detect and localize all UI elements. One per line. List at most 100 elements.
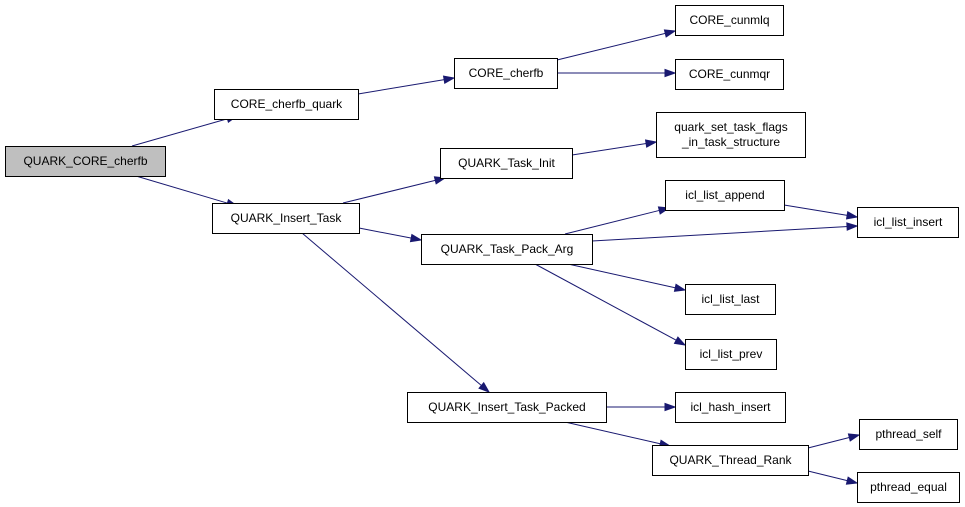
arrowhead xyxy=(673,336,687,346)
node-label: CORE_cunmlq xyxy=(689,13,769,27)
node-box xyxy=(857,207,959,238)
node-cunmlq[interactable]: CORE_cunmlq xyxy=(675,5,784,36)
edge-line xyxy=(571,142,648,156)
arrowhead xyxy=(442,75,456,84)
node-label: QUARK_Task_Init xyxy=(458,156,555,170)
edge-thread_rank-to-pthread_self xyxy=(807,433,861,449)
edge-thread_rank-to-pthread_equal xyxy=(807,470,859,485)
node-box xyxy=(652,445,809,476)
edge-line xyxy=(564,421,662,445)
node-box xyxy=(214,89,359,120)
node-insert-task[interactable]: QUARK_Insert_Task xyxy=(212,203,360,234)
node-box xyxy=(5,146,166,177)
node-label: CORE_cherfb_quark xyxy=(231,97,343,111)
edge-cherfb_quark-to-cherfb xyxy=(357,75,456,95)
edge-insert_task-to-insert_packed xyxy=(301,232,491,393)
arrowhead xyxy=(664,402,677,412)
edge-pack_arg-to-list_append xyxy=(564,206,671,235)
node-label: icl_list_append xyxy=(685,188,764,202)
edge-root-to-insert_task xyxy=(135,175,239,208)
node-box xyxy=(454,58,558,89)
edge-line xyxy=(807,436,851,449)
edge-line xyxy=(357,78,446,95)
node-label: icl_list_prev xyxy=(700,347,763,361)
edge-pack_arg-to-list_insert xyxy=(591,222,859,242)
arrowhead xyxy=(845,476,859,485)
edge-insert_task-to-task_init xyxy=(342,176,447,204)
node-label: QUARK_Thread_Rank xyxy=(669,453,792,467)
edge-list_append-to-list_insert xyxy=(783,204,859,220)
node-label: CORE_cunmqr xyxy=(689,67,770,81)
node-label: pthread_self xyxy=(875,427,942,441)
node-box xyxy=(212,203,360,234)
edge-line xyxy=(807,470,849,482)
edge-insert_packed-to-hash_insert xyxy=(606,402,677,412)
edge-insert_task-to-pack_arg xyxy=(358,227,423,243)
node-pack-arg[interactable]: QUARK_Task_Pack_Arg xyxy=(421,234,593,265)
edge-cherfb-to-cunmlq xyxy=(556,29,677,61)
arrowhead xyxy=(846,222,859,231)
edge-line xyxy=(135,175,229,204)
node-cherfb-quark[interactable]: CORE_cherfb_quark xyxy=(214,89,359,120)
node-label: QUARK_Insert_Task xyxy=(231,211,343,225)
node-cunmqr[interactable]: CORE_cunmqr xyxy=(675,59,784,90)
node-insert-packed[interactable]: QUARK_Insert_Task_Packed xyxy=(407,392,607,423)
edge-line xyxy=(591,226,849,242)
node-label: icl_list_last xyxy=(701,292,760,306)
node-box xyxy=(665,180,785,211)
node-box xyxy=(421,234,593,265)
node-box xyxy=(685,339,777,370)
node-label: icl_list_insert xyxy=(874,215,943,229)
node-list-insert[interactable]: icl_list_insert xyxy=(857,207,959,238)
node-label: icl_hash_insert xyxy=(690,400,771,414)
node-box xyxy=(407,392,607,423)
node-hash-insert[interactable]: icl_hash_insert xyxy=(675,392,786,423)
edge-line xyxy=(567,263,677,289)
arrowhead xyxy=(845,211,859,220)
arrowhead xyxy=(847,433,861,442)
node-label: _in_task_structure xyxy=(681,135,780,149)
edge-pack_arg-to-list_last xyxy=(567,263,687,292)
nodes-layer: QUARK_CORE_cherfb CORE_cherfb_quark CORE_c… xyxy=(5,5,960,503)
edge-cherfb-to-cunmqr xyxy=(557,68,677,78)
edge-task_init-to-set_flags xyxy=(571,139,658,156)
node-box xyxy=(440,148,573,179)
node-box xyxy=(857,472,960,503)
node-box xyxy=(675,59,784,90)
node-label: pthread_equal xyxy=(870,480,947,494)
edge-line xyxy=(131,117,229,147)
edge-insert_packed-to-thread_rank xyxy=(564,421,672,448)
node-task-init[interactable]: QUARK_Task_Init xyxy=(440,148,573,179)
edge-line xyxy=(534,263,678,342)
node-pthread-self[interactable]: pthread_self xyxy=(859,419,958,450)
node-label: QUARK_Task_Pack_Arg xyxy=(441,242,574,256)
node-set-flags[interactable]: quark_set_task_flags_in_task_structure xyxy=(656,112,806,158)
node-list-append[interactable]: icl_list_append xyxy=(665,180,785,211)
node-box xyxy=(685,284,776,315)
node-box xyxy=(675,392,786,423)
node-thread-rank[interactable]: QUARK_Thread_Rank xyxy=(652,445,809,476)
node-pthread-equal[interactable]: pthread_equal xyxy=(857,472,960,503)
node-cherfb[interactable]: CORE_cherfb xyxy=(454,58,558,89)
node-list-last[interactable]: icl_list_last xyxy=(685,284,776,315)
edge-line xyxy=(342,179,437,204)
arrowhead xyxy=(409,233,423,243)
edge-line xyxy=(564,209,661,235)
node-root[interactable]: QUARK_CORE_cherfb xyxy=(5,146,166,177)
node-label: CORE_cherfb xyxy=(469,66,544,80)
node-label: QUARK_CORE_cherfb xyxy=(23,154,147,168)
node-label: quark_set_task_flags xyxy=(674,120,787,134)
arrowhead xyxy=(478,381,491,393)
arrowhead xyxy=(664,68,677,78)
edge-line xyxy=(783,204,849,217)
arrowhead xyxy=(663,29,677,38)
node-label: QUARK_Insert_Task_Packed xyxy=(428,400,585,414)
node-box xyxy=(859,419,958,450)
arrowhead xyxy=(644,139,658,148)
node-box xyxy=(675,5,784,36)
edge-line xyxy=(358,227,413,239)
edge-line xyxy=(556,32,667,61)
node-box xyxy=(656,112,806,158)
node-list-prev[interactable]: icl_list_prev xyxy=(685,339,777,370)
